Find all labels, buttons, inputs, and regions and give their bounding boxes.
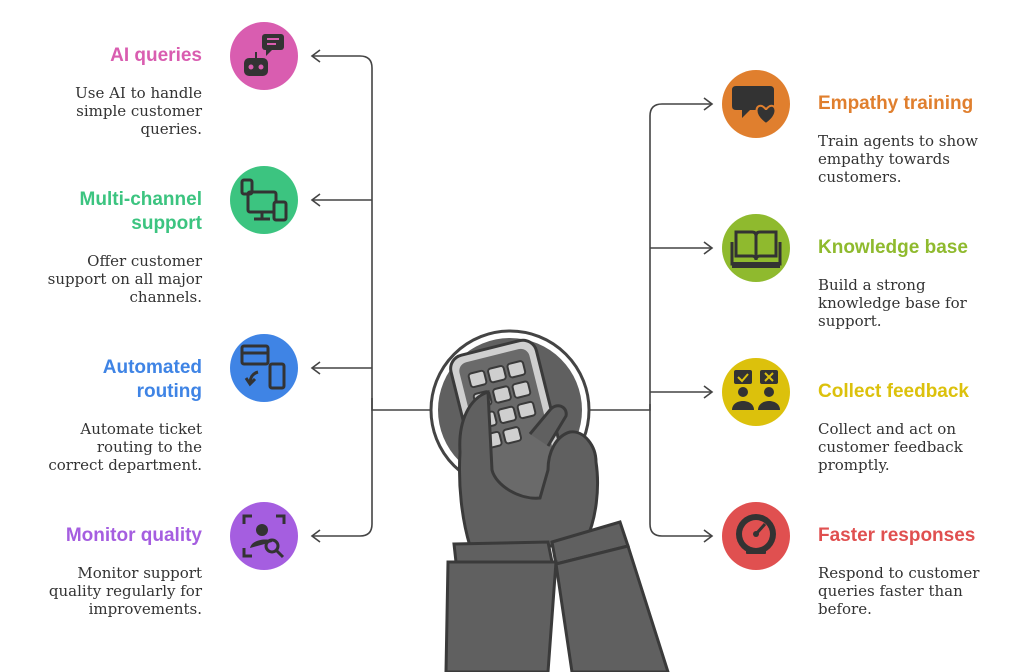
desc-knowledge-base: Build a strong knowledge base for suppor… [818,276,967,330]
title-automated-routing: Automated routing [102,357,202,402]
desc-collect-feedback: Collect and act on customer feedback pro… [818,420,963,474]
title-ai-queries: AI queries [110,45,202,66]
card-to-phone-icon [230,334,298,402]
desc-monitor-quality: Monitor support quality regularly for im… [48,564,202,618]
book-icon [722,214,790,282]
desc-automated-routing: Automate ticket routing to the correct d… [48,420,202,474]
title-multi-channel-support: Multi-channel support [79,189,202,234]
title-monitor-quality: Monitor quality [65,525,202,546]
title-faster-responses: Faster responses [818,525,976,546]
desc-faster-responses: Respond to customer queries faster than … [818,564,980,618]
left-connectors [310,49,430,543]
desc-ai-queries: Use AI to handle simple customer queries… [75,84,202,138]
devices-icon [230,166,298,234]
robot-chat-icon [230,22,298,90]
chat-heart-icon [722,70,790,138]
speedometer-icon [722,502,790,570]
user-search-icon [230,502,298,570]
right-connectors [590,97,714,543]
title-empathy-training: Empathy training [818,93,974,114]
hand-keypad-icon [429,329,670,672]
title-collect-feedback: Collect feedback [818,381,969,402]
desc-empathy-training: Train agents to show empathy towards cus… [818,132,978,186]
title-knowledge-base: Knowledge base [818,237,968,258]
feedback-people-icon [722,358,790,426]
desc-multi-channel-support: Offer customer support on all major chan… [47,252,202,306]
